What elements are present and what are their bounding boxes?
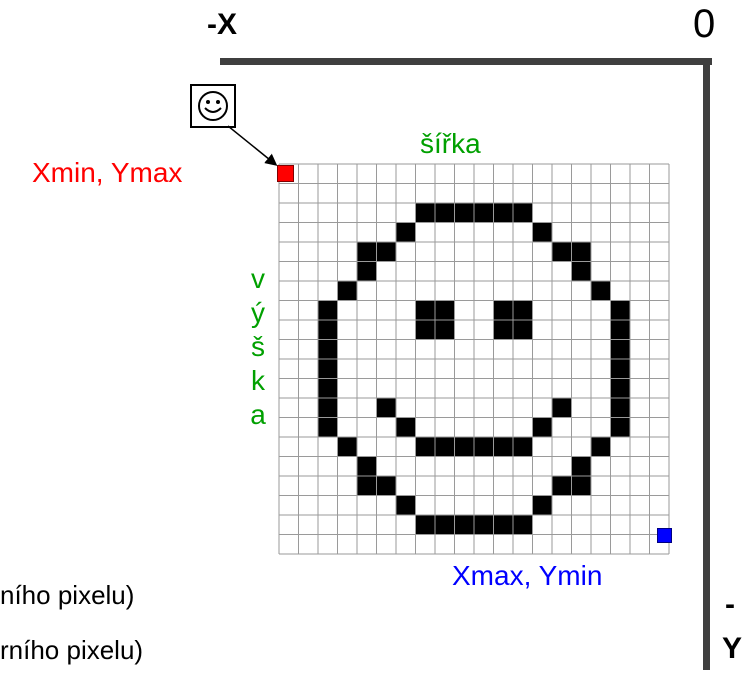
filled-pixel: [552, 398, 572, 418]
filled-pixel: [513, 301, 533, 321]
filled-pixel: [357, 242, 377, 262]
filled-pixel: [572, 242, 592, 262]
filled-pixel: [552, 476, 572, 496]
filled-pixel: [611, 340, 631, 360]
filled-pixel: [318, 398, 338, 418]
filled-pixel: [396, 418, 416, 438]
height-label: v ý š k a: [247, 262, 269, 432]
height-letter: k: [247, 364, 269, 398]
filled-pixel: [435, 515, 455, 535]
filled-pixel: [611, 301, 631, 321]
height-letter: š: [247, 330, 269, 364]
filled-pixel: [318, 301, 338, 321]
neg-x-label: -X: [207, 8, 237, 42]
x-axis-line: [220, 58, 712, 65]
caption-line-1: ního pixelu): [0, 580, 134, 611]
filled-pixel: [435, 301, 455, 321]
filled-pixel: [611, 359, 631, 379]
filled-pixel: [416, 301, 436, 321]
neg-y-letter-label: Y: [722, 632, 742, 666]
origin-label: 0: [693, 2, 715, 47]
filled-pixel: [416, 320, 436, 340]
filled-pixel: [435, 437, 455, 457]
filled-pixel: [513, 320, 533, 340]
filled-pixel: [513, 437, 533, 457]
filled-pixel: [611, 379, 631, 399]
filled-pixel: [572, 262, 592, 282]
height-letter: v: [247, 262, 269, 296]
filled-pixel: [318, 320, 338, 340]
filled-pixel: [435, 320, 455, 340]
filled-pixel: [318, 418, 338, 438]
filled-pixel: [533, 223, 553, 243]
filled-pixel: [552, 242, 572, 262]
filled-pixel: [474, 203, 494, 223]
filled-pixel: [591, 437, 611, 457]
filled-pixel: [494, 515, 514, 535]
filled-pixel: [416, 515, 436, 535]
filled-pixel: [416, 437, 436, 457]
filled-pixel: [513, 203, 533, 223]
bottom-right-corner-marker: [657, 528, 672, 543]
pixel-grid: [278, 163, 670, 555]
filled-pixel: [572, 457, 592, 477]
filled-pixel: [591, 281, 611, 301]
filled-pixel: [455, 437, 475, 457]
filled-pixel: [416, 203, 436, 223]
filled-pixel: [377, 398, 397, 418]
y-axis-line: [703, 58, 710, 670]
filled-pixel: [455, 515, 475, 535]
filled-pixel: [474, 437, 494, 457]
filled-pixel: [474, 515, 494, 535]
neg-y-dash-label: -: [725, 588, 735, 622]
filled-pixel: [338, 281, 358, 301]
filled-pixel: [494, 437, 514, 457]
bottom-right-corner-label: Xmax, Ymin: [452, 560, 602, 592]
filled-pixel: [396, 223, 416, 243]
height-letter: ý: [247, 296, 269, 330]
height-letter: a: [247, 398, 269, 432]
filled-pixel: [572, 476, 592, 496]
filled-pixel: [357, 476, 377, 496]
filled-pixel: [318, 340, 338, 360]
filled-pixel: [377, 476, 397, 496]
filled-pixel: [611, 398, 631, 418]
filled-pixel: [494, 320, 514, 340]
top-left-corner-label: Xmin, Ymax: [32, 157, 182, 189]
filled-pixel: [435, 203, 455, 223]
width-label: šířka: [420, 128, 481, 160]
filled-pixel: [611, 418, 631, 438]
filled-pixel: [494, 203, 514, 223]
caption-line-2: rního pixelu): [0, 635, 143, 666]
filled-pixel: [455, 203, 475, 223]
filled-pixel: [357, 457, 377, 477]
filled-pixel: [338, 437, 358, 457]
filled-pixel: [513, 515, 533, 535]
top-left-corner-marker: [277, 165, 294, 182]
filled-pixel: [396, 496, 416, 516]
filled-pixel: [533, 496, 553, 516]
filled-pixel: [611, 320, 631, 340]
filled-pixel: [377, 242, 397, 262]
filled-pixel: [494, 301, 514, 321]
filled-pixel: [318, 379, 338, 399]
filled-pixel: [533, 418, 553, 438]
filled-pixel: [318, 359, 338, 379]
filled-pixel: [357, 262, 377, 282]
